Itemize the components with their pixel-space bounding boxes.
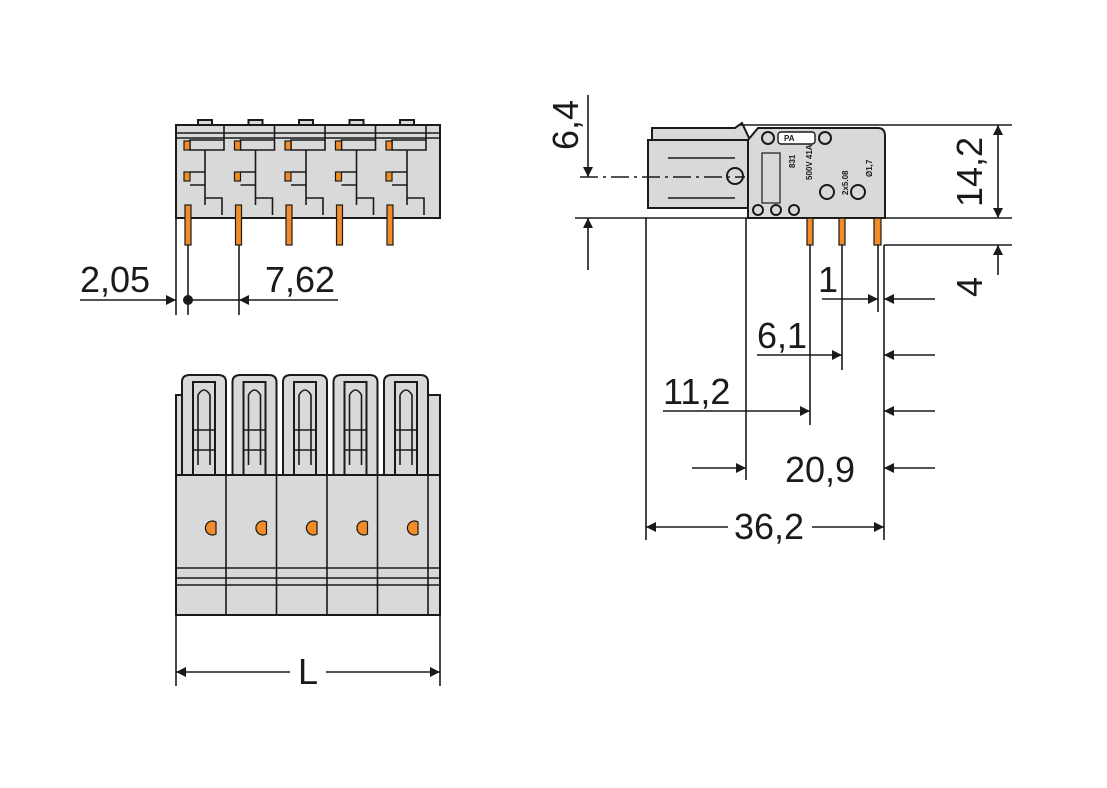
dim-14-2: 14,2 <box>949 137 990 207</box>
dim-6-4: 6,4 <box>545 100 586 150</box>
top-view-modules <box>183 119 427 246</box>
dim-11-2: 11,2 <box>663 371 730 412</box>
dim-4: 4 <box>949 277 990 297</box>
dim-2-05: 2,05 <box>80 259 150 300</box>
dim-20-9: 20,9 <box>785 449 855 490</box>
material-marking: PA <box>784 134 795 143</box>
dim-L: L <box>298 651 318 692</box>
pitch-marking: 2x5.08 <box>841 170 850 195</box>
dim-36-2: 36,2 <box>734 506 804 547</box>
dim-7-62: 7,62 <box>265 259 335 300</box>
dim-1: 1 <box>818 259 838 300</box>
side-dimensions: 6,4 14,2 4 1 6,1 11,2 20,9 36,2 <box>545 95 1012 547</box>
hole-marking: Ø1,7 <box>865 159 874 177</box>
dim-length: L <box>175 615 441 692</box>
side-view: PA 831 500V 41A 2x5.08 Ø1,7 <box>580 121 886 246</box>
front-view <box>175 374 441 616</box>
top-view <box>175 119 441 246</box>
wago-logo <box>761 152 781 204</box>
dim-pitch: 2,05 7,62 <box>80 218 338 315</box>
code-marking: 831 <box>788 154 797 168</box>
dim-6-1: 6,1 <box>757 315 807 356</box>
rating-marking: 500V 41A <box>805 144 814 180</box>
